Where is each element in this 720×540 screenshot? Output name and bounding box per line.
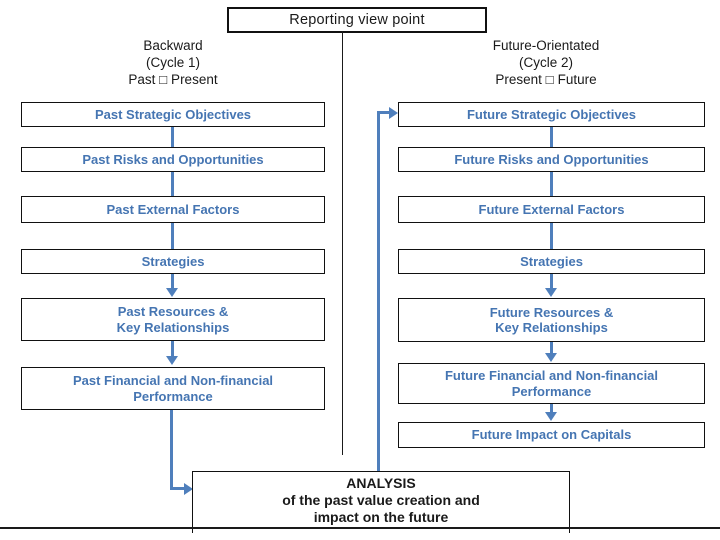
future-external-factors-box: Future External Factors — [398, 196, 705, 223]
slide-bottom-border — [0, 527, 720, 529]
backward-column-header: Backward (Cycle 1) Past □ Present — [128, 38, 218, 87]
right-arrow-6-stem — [550, 404, 553, 413]
left-arrow-4-head-icon — [166, 288, 178, 297]
past-external-factors-box: Past External Factors — [21, 196, 325, 223]
past-strategies-box: Strategies — [21, 249, 325, 274]
analysis-feedback-line-vertical — [377, 112, 380, 471]
future-strategies-box: Strategies — [398, 249, 705, 274]
future-strategic-objectives-box: Future Strategic Objectives — [398, 102, 705, 127]
past-risks-opportunities-box: Past Risks and Opportunities — [21, 147, 325, 172]
analysis-feedback-arrow-icon — [389, 107, 398, 119]
right-connector-line-3 — [550, 223, 553, 249]
past-to-analysis-line-vertical — [170, 410, 173, 490]
right-connector-line-2 — [550, 172, 553, 196]
past-resources-relationships-box: Past Resources & Key Relationships — [21, 298, 325, 341]
left-arrow-5-head-icon — [166, 356, 178, 365]
center-divider-line — [342, 31, 343, 455]
left-arrow-5-stem — [171, 341, 174, 357]
future-resources-relationships-box: Future Resources & Key Relationships — [398, 298, 705, 342]
reporting-viewpoint-box: Reporting view point — [227, 7, 487, 33]
analysis-box: ANALYSIS of the past value creation and … — [192, 471, 570, 533]
future-financial-performance-box: Future Financial and Non-financial Perfo… — [398, 363, 705, 404]
right-arrow-5-stem — [550, 342, 553, 354]
left-connector-line-3 — [171, 223, 174, 249]
future-risks-opportunities-box: Future Risks and Opportunities — [398, 147, 705, 172]
right-arrow-4-stem — [550, 274, 553, 289]
analysis-feedback-line-horizontal — [377, 111, 390, 114]
right-arrow-6-head-icon — [545, 412, 557, 421]
right-arrow-5-head-icon — [545, 353, 557, 362]
left-connector-line-2 — [171, 172, 174, 196]
left-connector-line-1 — [171, 127, 174, 147]
left-arrow-4-stem — [171, 274, 174, 289]
past-strategic-objectives-box: Past Strategic Objectives — [21, 102, 325, 127]
future-column-header: Future-Orientated (Cycle 2) Present □ Fu… — [492, 38, 600, 87]
past-to-analysis-arrow-icon — [184, 483, 193, 495]
right-connector-line-1 — [550, 127, 553, 147]
right-arrow-4-head-icon — [545, 288, 557, 297]
future-impact-capitals-box: Future Impact on Capitals — [398, 422, 705, 448]
past-to-analysis-line-horizontal — [170, 487, 184, 490]
reporting-viewpoint-label: Reporting view point — [289, 12, 425, 28]
past-financial-performance-box: Past Financial and Non-financial Perform… — [21, 367, 325, 410]
